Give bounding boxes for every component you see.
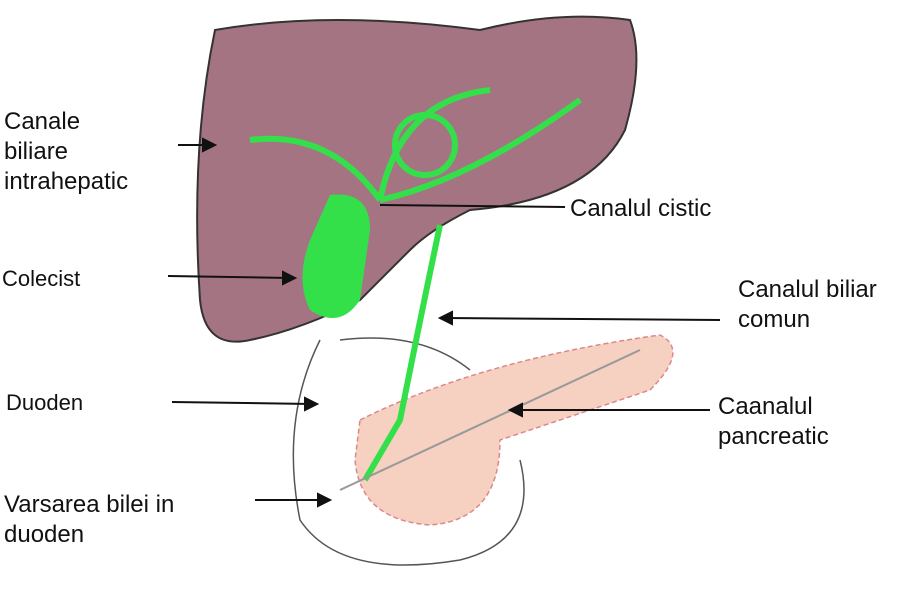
pointer-arrows [167,137,721,508]
label-cystic-duct: Canalul cistic [570,195,712,222]
label-gallbladder: Colecist [2,266,81,291]
bile-ducts [249,87,582,482]
liver [196,15,638,343]
pancreatic-duct [339,349,641,491]
duodenum [292,337,525,566]
gallbladder [302,194,370,318]
label-duodenum: Duoden [6,390,84,415]
pancreas [354,334,674,526]
